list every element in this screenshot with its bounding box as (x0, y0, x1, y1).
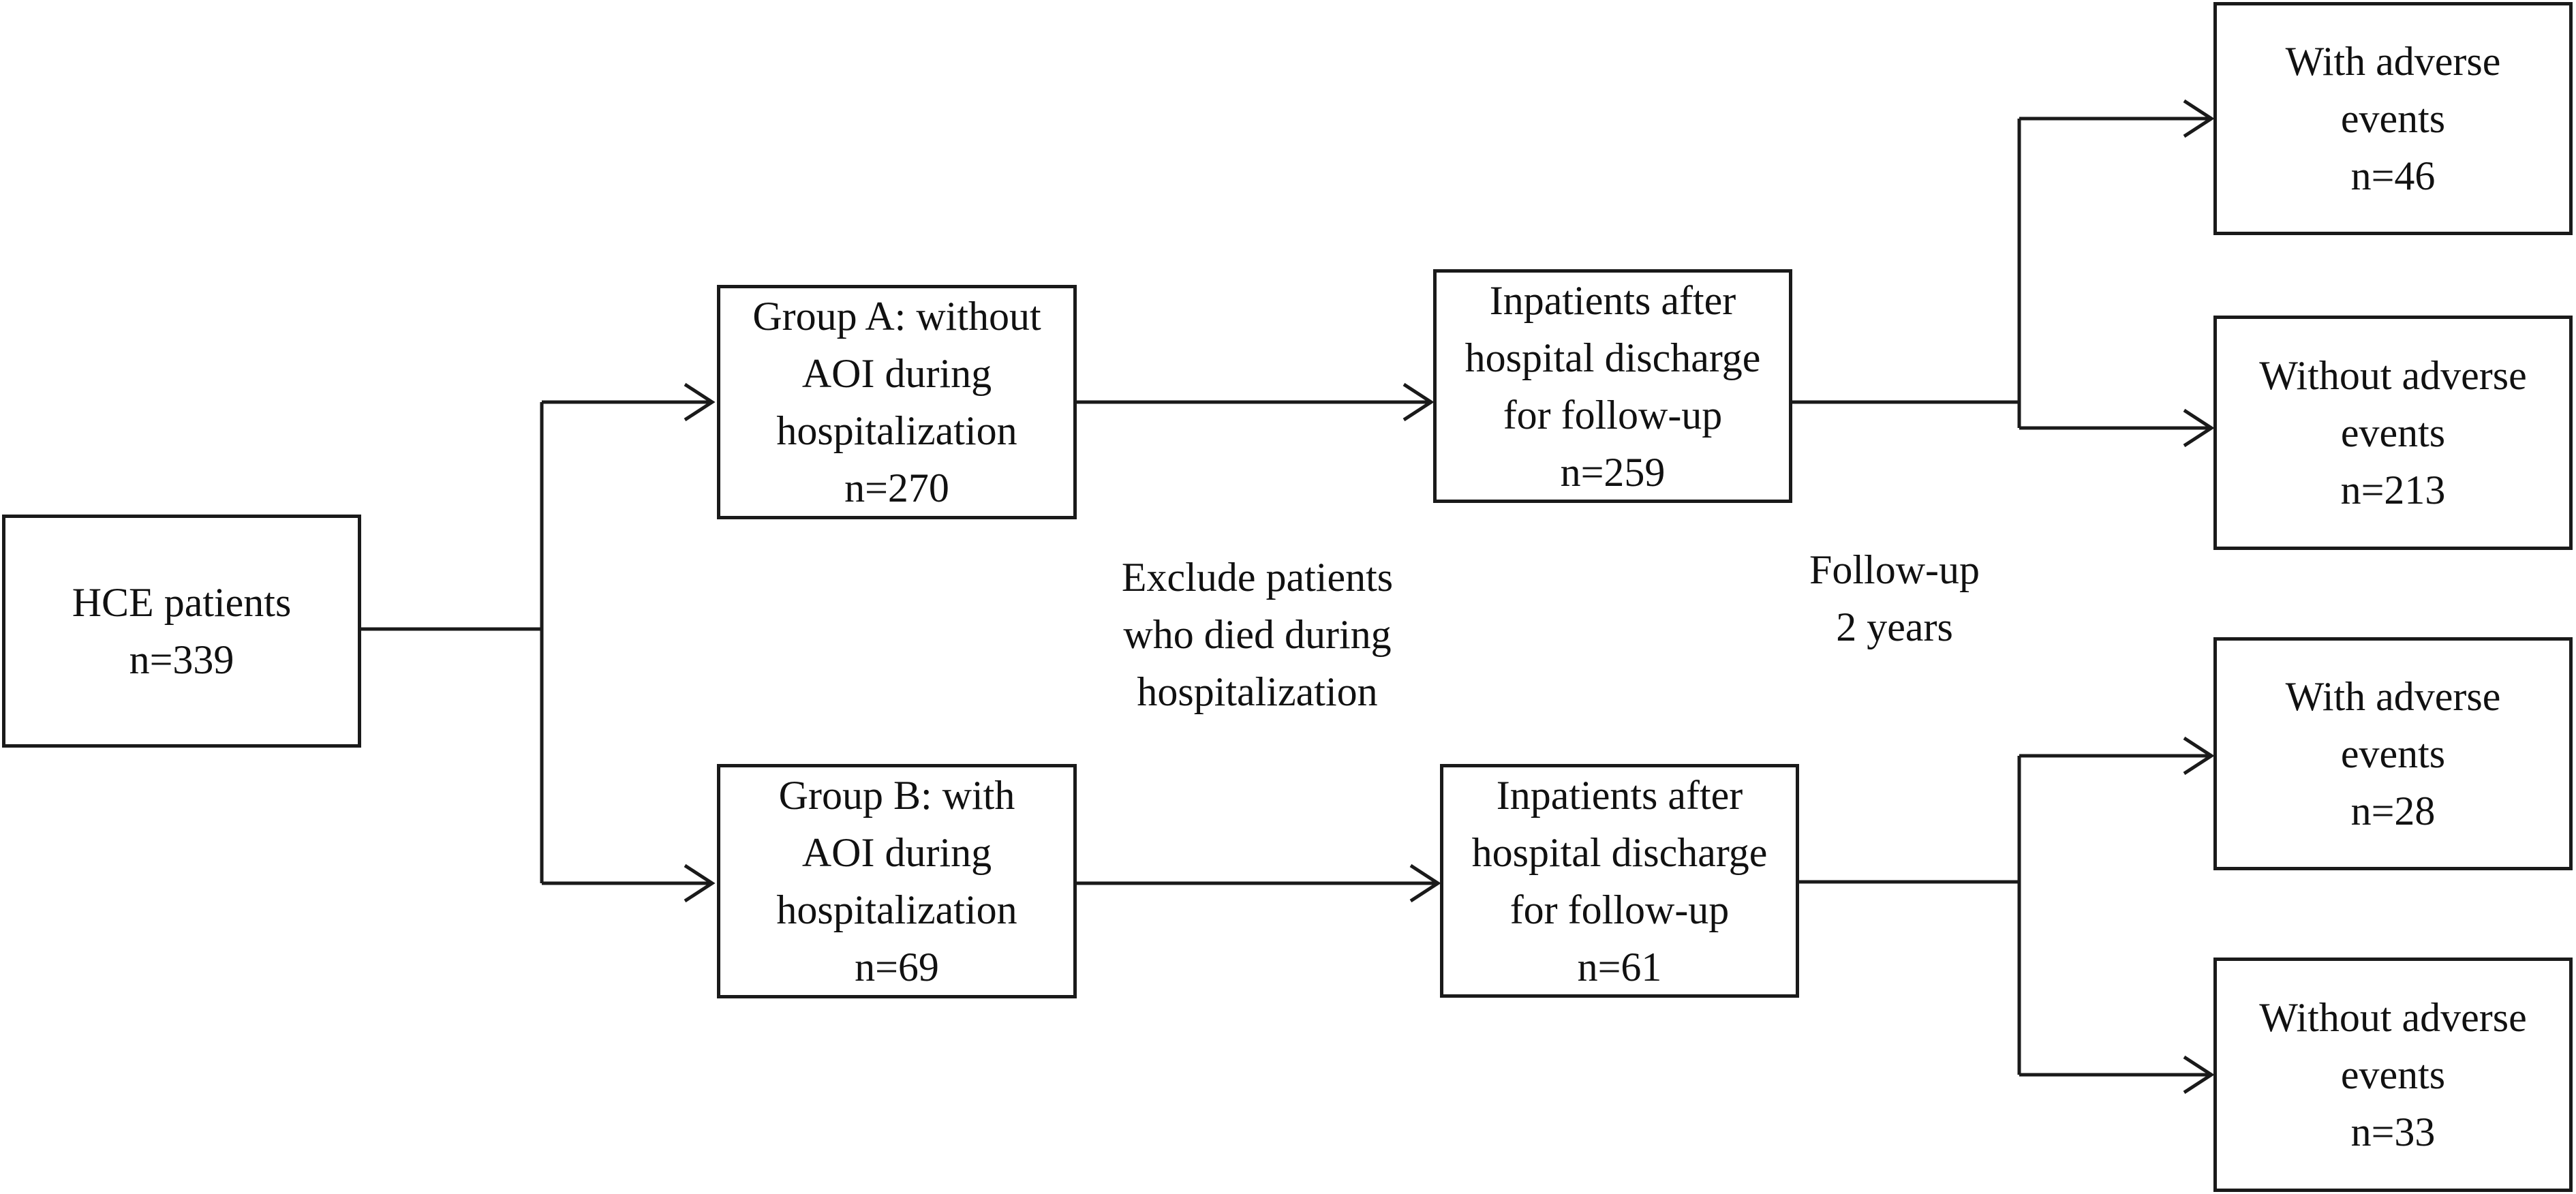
followup-period-note: Follow-up 2 years (1772, 541, 2017, 656)
arrowhead-outcome-b-with (2183, 736, 2215, 776)
outcome-a-with-count: n=46 (2350, 153, 2436, 198)
arrowhead-outcome-a-with (2183, 99, 2215, 138)
outcome-b-without-box: Without adverse events n=33 (2213, 958, 2573, 1192)
followup-b-box: Inpatients after hospital discharge for … (1440, 764, 1799, 998)
hce-patients-box: HCE patients n=339 (2, 515, 361, 748)
hce-patients-title: HCE patients (72, 580, 292, 625)
group-b-line-3: hospitalization (776, 887, 1017, 932)
group-a-box: Group A: without AOI during hospitalizat… (717, 285, 1077, 519)
exclusion-note-line-3: hospitalization (1137, 669, 1378, 714)
followup-a-count: n=259 (1560, 449, 1666, 495)
followup-b-line-1: Inpatients after (1496, 772, 1743, 818)
group-a-count: n=270 (844, 465, 949, 510)
group-b-line-2: AOI during (801, 830, 992, 875)
outcome-b-without-line-2: events (2340, 1052, 2446, 1097)
outcome-b-with-count: n=28 (2350, 789, 2436, 833)
followup-a-line-3: for follow-up (1503, 392, 1723, 438)
arrowhead-group-a (684, 382, 716, 422)
outcome-b-without-line-1: Without adverse (2259, 995, 2527, 1040)
group-a-line-2: AOI during (801, 351, 992, 396)
followup-period-line-1: Follow-up (1809, 547, 1980, 592)
outcome-b-without-count: n=33 (2350, 1109, 2436, 1154)
followup-a-box: Inpatients after hospital discharge for … (1433, 269, 1792, 503)
group-a-title: Group A: without (752, 294, 1041, 339)
outcome-b-with-box: With adverse events n=28 (2213, 637, 2573, 870)
outcome-a-without-count: n=213 (2340, 468, 2446, 512)
exclusion-note: Exclude patients who died during hospita… (1090, 549, 1424, 720)
group-b-title: Group B: with (778, 773, 1015, 818)
group-b-count: n=69 (855, 945, 939, 990)
followup-b-count: n=61 (1577, 944, 1662, 990)
outcome-a-without-line-1: Without adverse (2259, 353, 2527, 398)
group-a-line-3: hospitalization (776, 408, 1017, 453)
followup-period-line-2: 2 years (1836, 604, 1953, 649)
arrowhead-group-b (684, 863, 716, 903)
arrowhead-outcome-b-without (2183, 1055, 2215, 1094)
outcome-a-with-line-1: With adverse (2285, 39, 2501, 84)
exclusion-note-line-1: Exclude patients (1121, 555, 1394, 600)
hce-patients-count: n=339 (129, 637, 234, 682)
followup-a-line-1: Inpatients after (1489, 277, 1736, 323)
outcome-b-with-line-1: With adverse (2285, 674, 2501, 719)
outcome-a-without-box: Without adverse events n=213 (2213, 316, 2573, 550)
group-b-box: Group B: with AOI during hospitalization… (717, 764, 1077, 998)
outcome-a-without-line-2: events (2340, 410, 2446, 455)
outcome-b-with-line-2: events (2340, 731, 2446, 776)
arrowhead-followup-b (1409, 863, 1441, 903)
followup-a-line-2: hospital discharge (1465, 335, 1761, 380)
exclusion-note-line-2: who died during (1123, 612, 1392, 657)
arrowhead-followup-a (1402, 382, 1435, 422)
arrowhead-outcome-a-without (2183, 408, 2215, 448)
followup-b-line-3: for follow-up (1509, 887, 1730, 932)
followup-b-line-2: hospital discharge (1471, 829, 1768, 875)
outcome-a-with-line-2: events (2340, 96, 2446, 141)
outcome-a-with-box: With adverse events n=46 (2213, 2, 2573, 235)
